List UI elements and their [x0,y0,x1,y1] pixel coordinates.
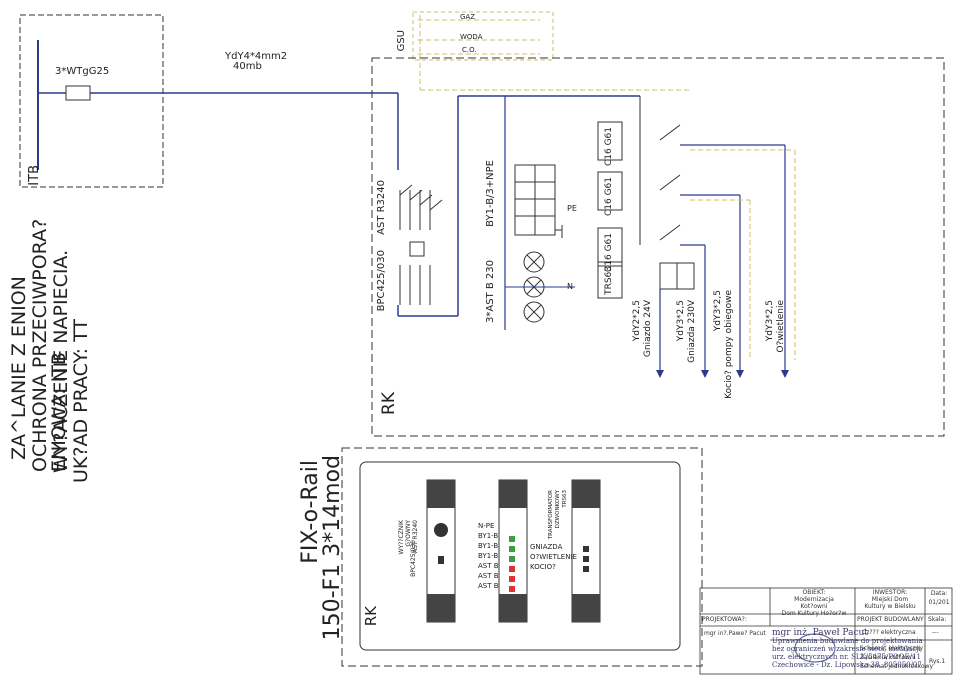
rail-2-row: AST B [478,562,499,570]
panel-rk-label: RK [362,606,380,627]
pipe-woda-label: WODA [460,33,483,41]
feed-length-label: 40mb [233,61,262,72]
panel-rail-3 [571,479,601,623]
transformer-label: TRS63 [604,266,614,295]
tb-projektowal-value: mgr in?.Pawe? Pacut [704,630,766,637]
rail-2-row: AST B [478,582,499,590]
rail-2-right-labels: GNIAZDA O?WIETLENIE KOCIO? [530,542,577,572]
busbar-modules [514,164,556,236]
feed-cable-label: YdY4*4mm2 [225,51,288,62]
title-block [699,587,953,675]
output-circuits [656,144,796,378]
tb-data-value: 01/201 [928,599,950,606]
note-line-3: WY?ACZENIE NAPIECIA. [50,249,72,473]
panel-title-2: 150-F1 3*14mod [320,455,345,641]
out-1-cable: YdY2*2,5 [632,300,642,342]
rk-label: RK [379,392,399,415]
tb-inwestor-1: Miejski Dom [871,596,909,603]
rail-2-right-row: GNIAZDA [530,543,563,551]
pipe-gaz-label: GAZ [460,13,476,21]
tb-data: Data: 01/201 [927,589,951,607]
busbar-label: BY1-B/3+NPE [485,160,496,227]
indicator-lamps [523,251,545,323]
panel-rail-2 [498,479,528,623]
tb-obiekt: OBIEKT: Modernizacja Kot?owni Dom Kultur… [775,589,853,617]
panel-outline [341,447,703,667]
limiter-contacts [399,265,431,305]
tb-schemat-1: Schemat elektryczny [860,645,924,652]
designer-stamp: mgr inż. Paweł Pacut Uprawnienia budowla… [772,628,923,670]
n-label: N [567,282,573,291]
tb-data-header: Data: [930,590,948,597]
tb-obiekt-3: Dom Kultury Ho?or?w [781,610,847,617]
main-switch [399,184,443,230]
limiter-label: BPC425/030 [376,250,387,312]
rail-2-left-labels: N-PE BY1-B BY1-B BY1-B AST B AST B AST B [478,521,499,591]
tb-obiekt-header: OBIEKT: [802,589,826,596]
rail-2-row: AST B [478,572,499,580]
rail-3-text-a: TRANSFORMATOR [548,490,554,540]
tb-inwestor: INWESTOR: Miejski Dom Kultury w Bielsku [857,589,923,610]
tb-projektowal-header: PROJEKTOWA?: [702,616,747,623]
rail-2-row: BY1-B [478,542,499,550]
stamp-line-1: mgr inż. Paweł Pacut [772,628,868,638]
breaker-2-label: C16 G61 [604,177,614,217]
stamp-line-2: Uprawnienia budowlane do projektowania [772,637,923,645]
pe-label: PE [567,204,577,213]
out-1-dest: Gniazdo 24V [643,300,653,358]
tb-skala-header: Skala: [928,616,947,623]
stamp-line-5: Czechowice - Dz. Lipowska 38, 805050/07 [772,661,922,669]
out-2-cable: YdY3*2,5 [676,300,686,342]
breaker-switches [639,96,681,245]
tb-schemat: Schemat elektryczny Zasilania kot?owni S… [860,644,933,671]
stamp-line-3: bez ograniczeń w zakresie sieci, instala… [772,645,921,653]
stamp-line-4: urz. elektrycznych nr. SLK/5475/POOE/11 [772,653,921,661]
tb-projekt-value: Cz??? elektryczna [862,629,916,636]
tb-inwestor-2: Kultury w Bielsku [864,603,916,610]
out-3-dest: Kocio? pompy obiegowe [724,290,734,399]
panel-face [359,461,681,651]
rail-2-row: BY1-B [478,532,499,540]
tb-skala-value: --- [932,629,939,636]
tb-inwestor-header: INWESTOR: [872,589,908,596]
out-3-cable: YdY3*2,5 [713,290,723,332]
tb-obiekt-2: Kot?owni [800,603,828,610]
tb-rys: Rys.1 [929,658,946,665]
tb-obiekt-1: Modernizacja [794,596,834,603]
panel-rail-1 [426,479,456,623]
note-line-4: UK?AD PRACY: TT [70,318,92,483]
lamps-label: 3*AST B 230 [485,260,496,323]
tb-schemat-3: Schemat jednokreskowy [860,663,934,670]
gsu-label: GSU [396,30,407,52]
itb-box [19,14,164,188]
main-switch-label: AST R3240 [376,180,387,235]
pipe-co-label: C.O. [462,46,477,54]
itb-cable-label: 3*WTgG25 [55,66,110,77]
stamp-circle [794,633,836,663]
rail-3-text-b: DZWONKOWY [555,490,561,529]
limiter-coil [409,241,425,257]
tb-projekt-header: PROJEKT BUDOWLANY [857,616,924,623]
note-line-1: ZA^LANIE Z ENION [8,276,30,460]
rail-3-text-c: TRS63 [562,490,568,508]
rail-2-right-row: O?WIETLENIE [530,553,577,561]
rail-2-row: N-PE [478,522,495,530]
breakers [597,121,623,299]
out-4-cable: YdY3*2,5 [765,300,775,342]
module-1-text-d: BPC425/030 [410,540,417,577]
rail-2-row: BY1-B [478,552,499,560]
breaker-1-label: C16 G61 [604,127,614,167]
out-4-dest: O?wietlenie [776,300,786,353]
panel-title-1: FIX-o-Rail [298,460,323,564]
tb-schemat-2: Zasilania kot?owni [860,654,916,661]
module-1-text-a: WY??CZNIK [398,520,405,555]
rk-enclosure [371,57,945,437]
gsu-box [412,11,554,61]
rail-2-right-row: KOCIO? [530,563,556,571]
itb-fuse [65,85,91,101]
out-2-dest: Gniazda 230V [687,300,697,363]
